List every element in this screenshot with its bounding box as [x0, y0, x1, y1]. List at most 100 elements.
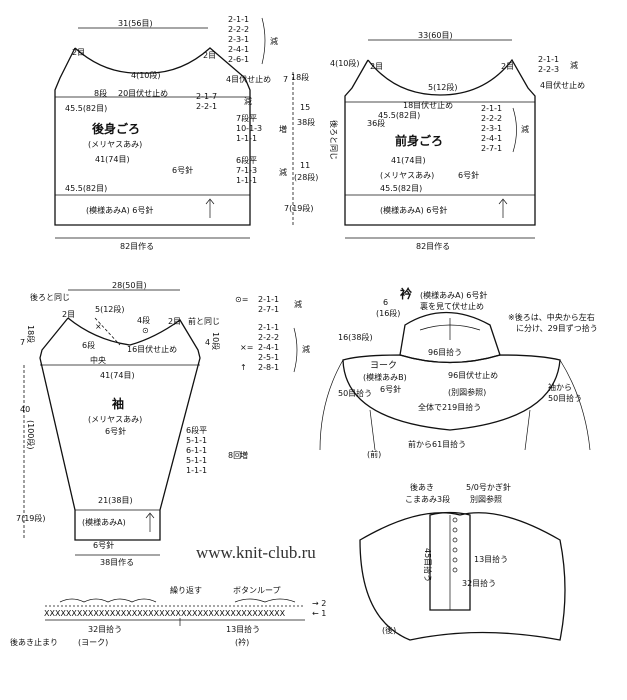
back-dec2-label: 減: [279, 167, 287, 177]
front-neck-dec-1: 2-2-2: [481, 114, 502, 123]
front-body-panel: 33(60目) 4(10段) 2目 2目 5(12段) 18目伏せ止め 45.5…: [329, 31, 585, 251]
back-opening-pick-32: 32目拾う: [462, 578, 496, 588]
back-height-11: 11: [300, 161, 310, 170]
back-shoulder-dec-2: 2-3-1: [228, 35, 249, 44]
front-shoulder-rows: 4(10段): [330, 58, 360, 68]
collar-yoke-band: (模様あみB): [363, 372, 407, 382]
edging-collar: (衿): [235, 637, 249, 647]
back-height-15: 15: [300, 103, 310, 112]
sleeve-dec-circle-0: 2-1-1: [258, 295, 279, 304]
front-neck-dec-3: 2-4-1: [481, 134, 502, 143]
front-needle: 6号針: [458, 170, 479, 180]
back-opening-pick-13: 13目拾う: [474, 554, 508, 564]
sleeve-needle: 6号針: [105, 426, 126, 436]
front-shoulder-stitches: 2目: [370, 62, 383, 71]
back-opening-panel: 後あき 5/0号かぎ針 こまあみ3段 別図参照 45目拾う 13目拾う 32目拾…: [359, 482, 566, 641]
sleeve-rows-4: 4段: [137, 315, 150, 325]
front-subtitle: (メリヤスあみ): [380, 171, 434, 180]
back-shoulder-dec-1: 2-2-2: [228, 25, 249, 34]
back-width-hem: 45.5(82目): [65, 184, 107, 193]
front-width-hem: 45.5(82目): [380, 184, 422, 193]
sleeve-band: (模様あみA): [82, 517, 126, 527]
collar-band-title: (模様あみA) 6号針: [420, 290, 487, 300]
back-opening-ref: 別図参照: [470, 494, 502, 504]
sleeve-center: 中央: [90, 355, 106, 365]
edging-chart: 繰り返す ボタンループ XXXXXXXXXXXXXXXXXXXXXXXXXXXX…: [10, 585, 326, 647]
front-dec-label-b: 減: [521, 124, 529, 134]
back-opening-hook: 5/0号かぎ針: [466, 482, 511, 492]
back-dec2-0: 7-1-3: [236, 166, 257, 175]
collar-rows-16: (16段): [376, 308, 400, 318]
collar-yoke-needle: 6号針: [380, 384, 401, 394]
collar-pick-50-right-1: 袖から: [548, 382, 572, 392]
sleeve-cuff-needle: 6号針: [93, 540, 114, 550]
sleeve-right-rows: 4: [205, 338, 210, 347]
back-armhole-dec-label: 減: [244, 96, 252, 106]
back-shoulder-rows: 4(10段): [131, 70, 161, 80]
sleeve-panel: 28(50目) 後ろと同じ 7 18段 2目 5(12段) 4段 2目 前と同じ…: [16, 281, 310, 567]
front-width-waist: 41(74目): [391, 156, 426, 165]
sleeve-dec-x-mark: ×=: [240, 343, 253, 352]
front-neck-rows: 5(12段): [428, 82, 458, 92]
back-cast-on: 82目作る: [120, 241, 154, 251]
sleeve-width-cuff: 21(38目): [98, 496, 133, 505]
back-body-panel: 31(56目) 2目 4(10段) 8段 20目伏せ止め 2-1-1 2-2-2…: [54, 15, 318, 251]
edging-pick-13: 13目拾う: [226, 624, 260, 634]
back-armhole-dec-0: 2-1-7: [196, 92, 217, 101]
back-opening-stitch: こまあみ3段: [405, 494, 450, 504]
back-opening-caption: (後): [382, 625, 396, 635]
sleeve-subtitle: (メリヤスあみ): [88, 415, 142, 424]
back-inc-label: 増: [279, 124, 287, 134]
sleeve-center-rows: 5(12段): [95, 304, 125, 314]
sleeve-dec-up-arrow: ↑: [240, 363, 247, 372]
sleeve-band-height: 7(19段): [16, 513, 46, 523]
edging-stitch-row: XXXXXXXXXXXXXXXXXXXXXXXXXXXXXXXXXXXXXXXX…: [44, 609, 286, 618]
button-loops: [452, 517, 458, 573]
sleeve-dec-x-0: 2-1-1: [258, 323, 279, 332]
sleeve-cast-on: 38目作る: [100, 557, 134, 567]
sleeve-dec-x-2: 2-4-1: [258, 343, 279, 352]
sleeve-inc-label: 増: [240, 450, 248, 460]
collar-pick-96: 96目拾う: [428, 347, 462, 357]
back-shoulder-2: 2目: [203, 51, 216, 60]
sleeve-rows-flat-6: 6段平: [186, 425, 207, 435]
back-dec2-1: 1-1-1: [236, 176, 257, 185]
sleeve-dec-x-4: 2-8-1: [258, 363, 279, 372]
back-width-chest: 45.5(82目): [65, 104, 107, 113]
sleeve-back-label: 後ろと同じ: [30, 292, 70, 302]
edging-repeat: 繰り返す: [170, 585, 202, 595]
back-armhole-rows-b: 18段: [291, 72, 309, 82]
back-armhole-dec-1: 2-2-1: [196, 102, 217, 111]
collar-front-caption: (前): [367, 449, 381, 459]
front-bind-off-18: 18目伏せ止め: [403, 100, 453, 110]
front-neck-dec-2: 2-3-1: [481, 124, 502, 133]
collar-pick-50-left: 50目拾う: [338, 388, 372, 398]
sleeve-circle-mark: ⊙: [142, 326, 149, 335]
collar-title: 衿: [400, 286, 412, 301]
sleeve-height-18: 18段: [26, 325, 36, 343]
front-width-top: 33(60目): [418, 31, 453, 40]
collar-note-1: ※後ろは、中央から左右: [508, 312, 595, 322]
edging-arrow-1: ← 1: [312, 609, 326, 618]
collar-note-2: に分け、29目ずつ拾う: [516, 323, 598, 333]
sleeve-x-mark: ×: [95, 322, 102, 331]
back-inc-1: 1-1-1: [236, 134, 257, 143]
front-neck-dec-0: 2-1-1: [481, 104, 502, 113]
collar-rows-6: 6: [383, 298, 388, 307]
back-bind-off-4: 4目伏せ止め: [226, 74, 271, 84]
sleeve-rows-6: 6段: [82, 340, 95, 350]
edging-arrow-2: → 2: [312, 599, 326, 608]
sleeve-inc-2: 5-1-1: [186, 456, 207, 465]
back-height-15-b: 38段: [297, 117, 315, 127]
sleeve-dec-x-label: 減: [302, 344, 310, 354]
edging-button-loop: ボタンループ: [233, 586, 281, 595]
front-width-chest: 45.5(82目): [378, 111, 420, 120]
sleeve-inc-mult: 8回: [228, 451, 241, 460]
collar-yoke-bind-off: 96目伏せ止め: [448, 370, 498, 380]
front-shoulder-2r: 2目: [501, 62, 514, 71]
sleeve-stitches-2: 2目: [168, 317, 181, 326]
back-shoulder-dec-4: 2-6-1: [228, 55, 249, 64]
front-same-as-back: 後ろと同じ: [329, 120, 339, 160]
sleeve-right-rows-b: 10段: [211, 332, 221, 350]
